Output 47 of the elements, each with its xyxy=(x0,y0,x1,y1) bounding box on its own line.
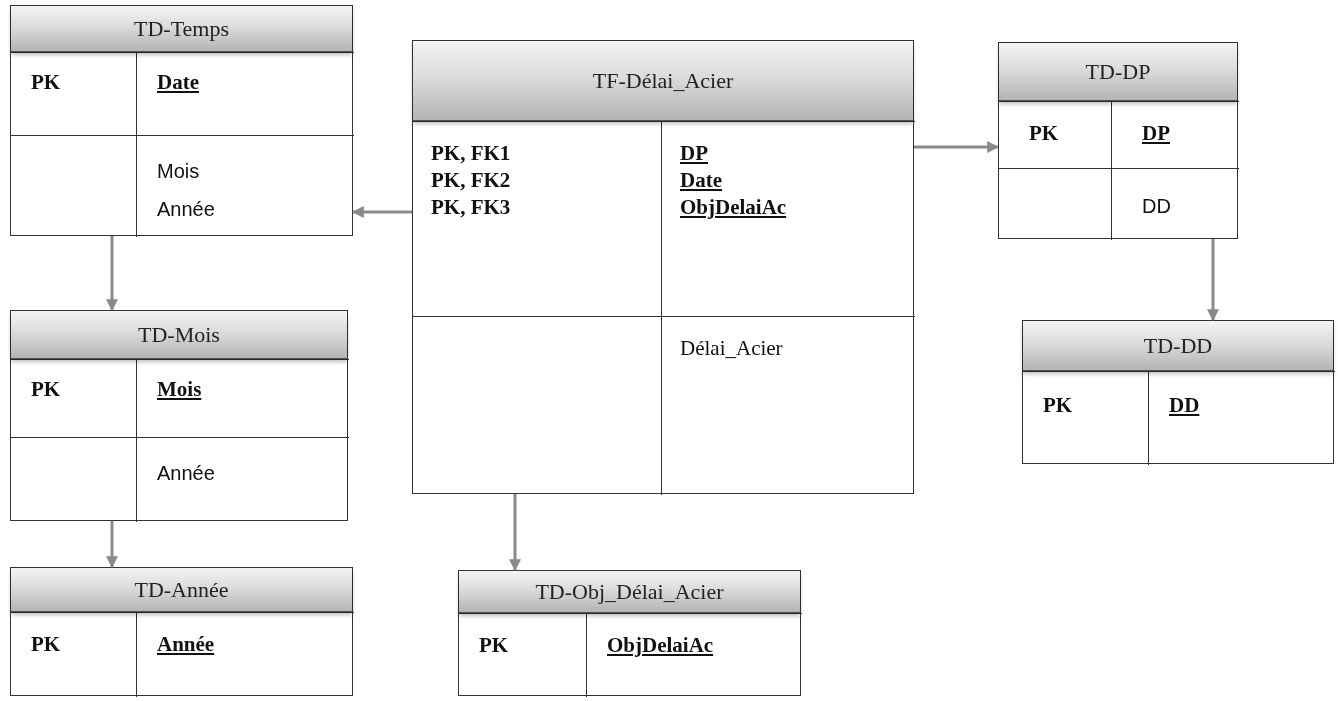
entity-table xyxy=(1022,320,1334,464)
entity-table xyxy=(458,570,801,696)
field-name: DD xyxy=(1142,194,1172,219)
key-label: PK xyxy=(31,631,62,658)
table-cell xyxy=(1111,168,1239,240)
field-name: DP xyxy=(1142,120,1171,147)
entity-table xyxy=(10,5,353,236)
field-name: Date xyxy=(157,69,200,96)
field-name: Délai_Acier xyxy=(680,335,784,362)
key-label: PK, FK1 xyxy=(431,140,512,167)
field-name: ObjDelaiAc xyxy=(607,632,715,659)
arrow xyxy=(106,236,118,312)
field-name: DD xyxy=(1169,392,1201,419)
table-header: TD-Année xyxy=(11,568,352,612)
table-header: TF-Délai_Acier xyxy=(413,41,913,121)
entity-table xyxy=(10,567,353,696)
table-header: TD-DP xyxy=(999,43,1237,101)
key-label: PK xyxy=(479,632,510,659)
field-name: Année xyxy=(157,461,216,486)
arrow xyxy=(351,206,412,218)
table-header: TD-Obj_Délai_Acier xyxy=(459,571,800,613)
field-name: Mois xyxy=(157,376,203,403)
table-header: TD-Temps xyxy=(11,6,352,52)
table-cell xyxy=(136,135,354,237)
entity-table xyxy=(10,310,348,521)
field-name: Mois xyxy=(157,159,201,184)
entity-table xyxy=(412,40,914,494)
key-label: PK, FK3 xyxy=(431,194,512,221)
key-label: PK xyxy=(1029,120,1060,147)
key-label: PK xyxy=(31,376,62,403)
table-header: TD-Mois xyxy=(11,311,347,359)
key-label: PK xyxy=(1043,392,1074,419)
arrow xyxy=(106,521,118,569)
table-header: TD-DD xyxy=(1023,321,1333,371)
key-label: PK, FK2 xyxy=(431,167,512,194)
field-name: Année xyxy=(157,631,216,658)
field-name: Année xyxy=(157,197,216,222)
arrow xyxy=(914,141,1000,153)
key-label: PK xyxy=(31,69,62,96)
field-name: DP xyxy=(680,140,709,167)
arrow xyxy=(509,494,521,572)
table-cell xyxy=(661,316,915,495)
entity-table xyxy=(998,42,1238,239)
field-name: ObjDelaiAc xyxy=(680,194,788,221)
field-name: Date xyxy=(680,167,723,194)
arrow xyxy=(1207,239,1219,322)
table-cell xyxy=(136,437,349,522)
